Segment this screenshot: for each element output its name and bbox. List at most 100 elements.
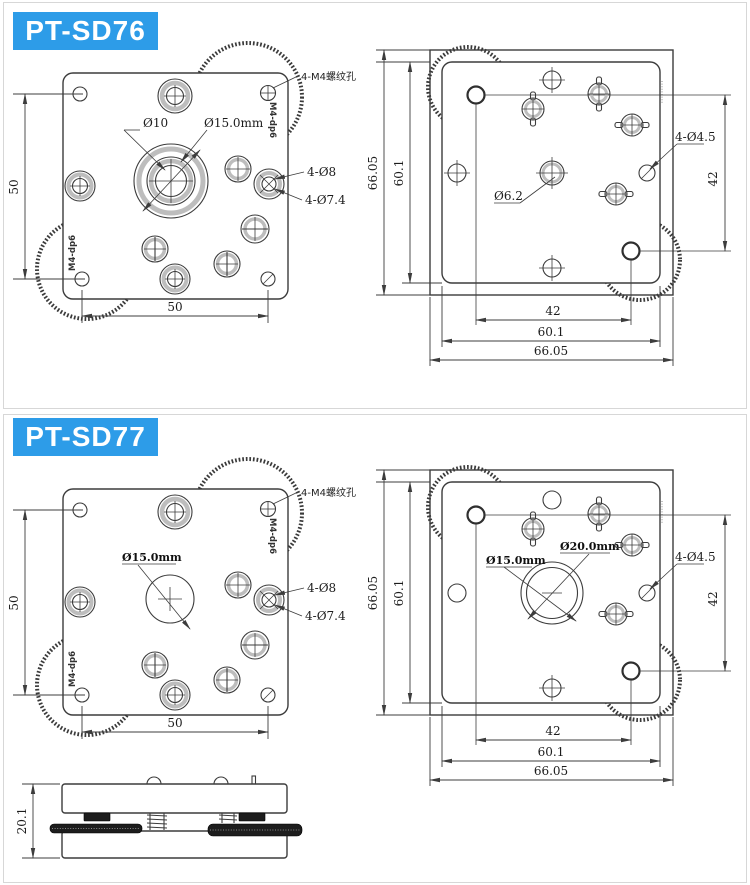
counterbore-hole	[157, 494, 193, 530]
side-view: 20.1	[15, 775, 303, 859]
dimension-left-50: 50	[7, 93, 85, 280]
label-counterbore-inner: 4-Ø7.4	[305, 193, 346, 207]
model-badge: PT-SD76	[13, 12, 158, 50]
top-plate-outline	[441, 481, 661, 704]
note-m4-threaded-holes: 4-M4螺纹孔	[301, 486, 356, 499]
dim-label: 66.05	[534, 344, 568, 358]
plunger-bump	[146, 776, 162, 785]
dimension-bottom-601: 60.1	[441, 286, 661, 347]
spring-plunger	[614, 533, 650, 557]
dim-label: 50	[7, 595, 21, 610]
dim-label: 66.05	[534, 764, 568, 778]
leader-line	[272, 75, 299, 89]
counterbore-pass-hole	[253, 584, 285, 616]
spring-plunger	[598, 602, 634, 626]
screw	[141, 235, 169, 263]
label-center-outer-dia: Ø20.0mm	[560, 540, 620, 553]
leader-line	[503, 566, 577, 622]
dim-label: 50	[7, 179, 21, 194]
center-hole	[536, 157, 568, 189]
label-center-inner-dia: Ø15.0mm	[486, 554, 546, 567]
m4-threaded-hole	[259, 84, 277, 102]
product-panel-pt-sd76: PT-SD76	[3, 2, 747, 409]
screw	[213, 666, 241, 694]
clamp-block	[238, 812, 266, 822]
counterbore-pass-hole	[253, 168, 285, 200]
dimension-right-42: 42	[706, 514, 728, 672]
dim-label: 60.1	[538, 325, 565, 339]
dimension-right-42: 42	[706, 94, 728, 252]
leader-line	[180, 129, 208, 163]
label-center-dia: Ø15.0mm	[122, 551, 182, 564]
front-view: 4-M4螺纹孔 M4-dp6 Ø15.0mm	[7, 457, 356, 739]
dimension-left-601: 60.1	[392, 61, 442, 284]
dimension-left-601: 60.1	[392, 481, 442, 704]
leader-line	[649, 143, 678, 170]
note-thread-depth: M4-dp6	[68, 235, 78, 271]
spring-coil	[146, 813, 168, 830]
m4-threaded-hole	[259, 500, 277, 518]
model-badge: PT-SD77	[13, 418, 158, 456]
through-hole	[539, 255, 565, 281]
dimension-bottom-601: 60.1	[441, 706, 661, 767]
counterbore-hole	[159, 679, 191, 711]
counterbore-hole	[64, 586, 96, 618]
label-corner-holes: 4-Ø4.5	[675, 550, 716, 564]
leader-line	[123, 129, 166, 171]
leader-line	[527, 553, 590, 620]
label-center-outer-dia: Ø15.0mm	[204, 116, 264, 130]
through-hole	[447, 583, 467, 603]
dim-label: 50	[167, 300, 182, 314]
leader-line	[274, 188, 303, 201]
mount-hole-42grid	[466, 85, 731, 325]
knurled-knob-edge	[207, 823, 303, 837]
screw	[213, 250, 241, 278]
dim-label: 50	[167, 716, 182, 730]
leader-line	[272, 491, 299, 505]
front-view: 4-M4螺纹孔 M4-dp6	[7, 41, 356, 323]
plunger-bump	[213, 776, 229, 785]
top-plate-outline	[441, 61, 661, 284]
label-center-inner-dia: Ø10	[143, 116, 168, 130]
leader-line	[274, 604, 303, 617]
leader-line	[274, 171, 305, 180]
spring-plunger	[587, 496, 611, 532]
center-aperture	[145, 574, 195, 624]
dim-label: 42	[706, 591, 720, 606]
leader-line	[519, 176, 556, 204]
pt-sd76-drawing: 4-M4螺纹孔 M4-dp6	[7, 41, 731, 366]
note-thread-depth: M4-dp6	[267, 518, 277, 554]
dimension-bottom-6605: 66.05	[429, 717, 674, 786]
pt-sd77-drawing: 4-M4螺纹孔 M4-dp6 Ø15.0mm	[7, 457, 731, 859]
through-hole	[539, 67, 565, 93]
spring-plunger	[521, 511, 545, 547]
spring-plunger	[587, 76, 611, 112]
base-plate-side	[61, 830, 288, 859]
pin	[251, 775, 257, 785]
top-plate-outline	[62, 488, 289, 716]
dimension-bottom-42: 42	[475, 724, 632, 743]
dim-label: 66.05	[366, 156, 380, 190]
through-hole	[539, 675, 565, 701]
spring-plunger	[521, 91, 545, 127]
screw	[224, 571, 252, 599]
dimension-bottom-50: 50	[81, 290, 269, 323]
dim-label: 42	[706, 171, 720, 186]
label-center-hole: Ø6.2	[494, 189, 523, 203]
through-hole	[444, 160, 470, 186]
screw	[224, 155, 252, 183]
back-view: Ø6.2 4-Ø4.5	[366, 45, 731, 366]
back-view: Ø15.0mm Ø20.0mm 4-Ø4.5	[366, 465, 731, 786]
dim-label: 60.1	[392, 160, 406, 187]
dimension-left-6605: 66.05	[366, 469, 430, 716]
dimension-bottom-42: 42	[475, 304, 632, 323]
m4-threaded-hole	[260, 687, 276, 703]
dim-label: 20.1	[15, 808, 29, 835]
dim-label: 66.05	[366, 576, 380, 610]
leader-line	[274, 587, 305, 596]
spring-plunger	[598, 182, 634, 206]
note-thread-depth: M4-dp6	[267, 102, 277, 138]
m4-threaded-hole	[260, 271, 276, 287]
screw	[240, 630, 270, 660]
top-plate-side	[61, 783, 288, 814]
